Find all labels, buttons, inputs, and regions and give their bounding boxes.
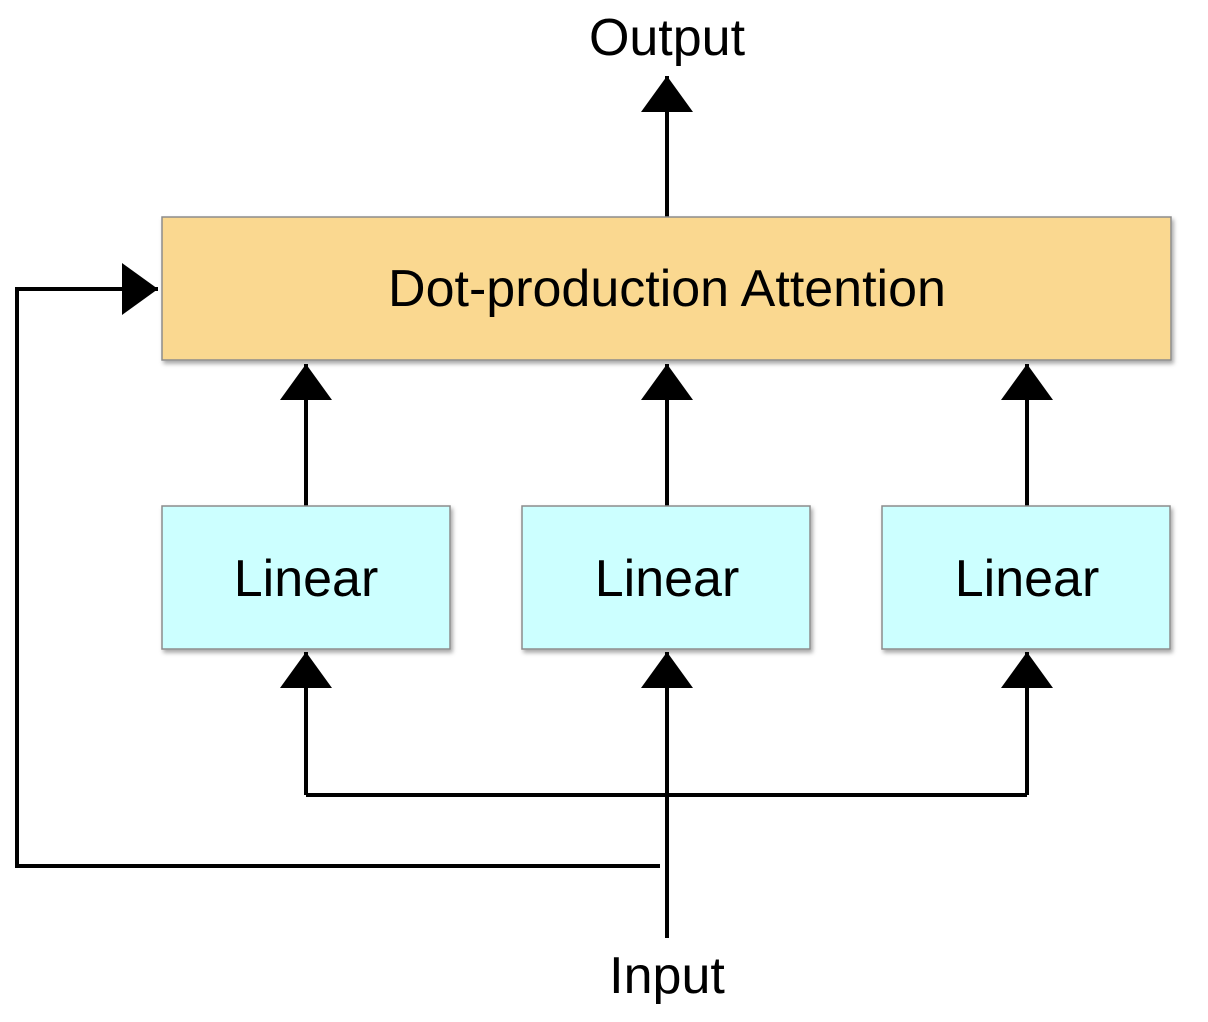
linear-block-3: Linear <box>881 505 1171 650</box>
attention-label: Dot-production Attention <box>388 260 946 318</box>
linear-box-3 <box>881 505 1171 650</box>
attention-box <box>161 216 1172 361</box>
linear-label-2: Linear <box>595 550 740 608</box>
input-label: Input <box>609 947 725 1005</box>
attention-block: Dot-production Attention <box>161 216 1172 361</box>
linear-box-2 <box>521 505 811 650</box>
linear-label-1: Linear <box>234 550 379 608</box>
linear-block-1: Linear <box>161 505 451 650</box>
skip-connection-arrow <box>15 263 660 868</box>
linear-box-1 <box>161 505 451 650</box>
linear-block-2: Linear <box>521 505 811 650</box>
linear-label-3: Linear <box>955 550 1100 608</box>
output-label: Output <box>589 9 746 67</box>
